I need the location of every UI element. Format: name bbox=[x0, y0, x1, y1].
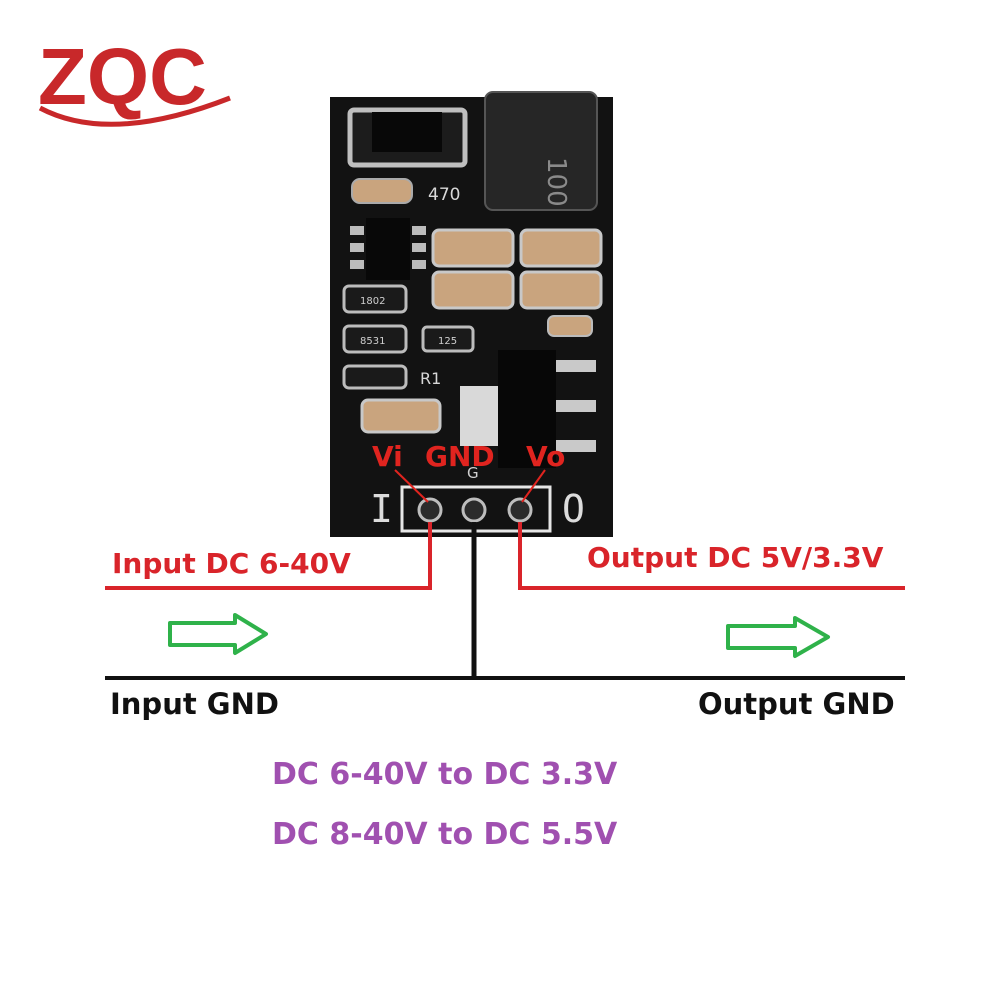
input-gnd-label: Input GND bbox=[110, 687, 279, 721]
vo-pointer bbox=[521, 469, 546, 503]
ldo-tab bbox=[460, 386, 498, 446]
input-dc-label: Input DC 6-40V bbox=[112, 547, 351, 580]
pcb-board: 100 470 1802 8531 bbox=[330, 91, 613, 537]
resistor-1802 bbox=[342, 284, 408, 314]
capacitor-470 bbox=[351, 178, 413, 204]
capacitor-input bbox=[360, 398, 442, 434]
output-gnd-label: Output GND bbox=[698, 687, 895, 721]
pin-label-gnd: GND bbox=[425, 440, 495, 473]
caption-line-2: DC 8-40V to DC 5.5V bbox=[272, 817, 618, 852]
capacitor-big-3 bbox=[431, 270, 515, 310]
ldo-body bbox=[498, 350, 556, 468]
vi-pointer bbox=[394, 469, 429, 503]
capacitor-big-4 bbox=[519, 270, 603, 310]
transistor-chip bbox=[372, 112, 442, 152]
resistor-r1 bbox=[342, 364, 408, 390]
logo-swoosh bbox=[38, 95, 231, 127]
resistor-marking-2: 8531 bbox=[360, 336, 385, 347]
pin-label-vo: Vo bbox=[526, 440, 565, 473]
inductor bbox=[484, 91, 598, 211]
output-arrow-icon bbox=[726, 616, 830, 658]
gnd-pin-mark: G bbox=[467, 464, 479, 482]
resistor-marking-1: 1802 bbox=[360, 296, 385, 307]
output-wire bbox=[518, 522, 905, 590]
ic-body bbox=[366, 218, 410, 280]
input-arrow-icon bbox=[168, 613, 268, 655]
silk-input-mark: I bbox=[370, 487, 393, 531]
capacitor-marking: 470 bbox=[428, 185, 460, 205]
capacitor-small bbox=[547, 315, 593, 337]
resistor-125 bbox=[421, 325, 475, 353]
capacitor-big-2 bbox=[519, 228, 603, 268]
regulator-ic bbox=[350, 218, 426, 280]
pin-vo bbox=[507, 497, 533, 523]
resistor-8531 bbox=[342, 324, 408, 354]
silk-output-mark: O bbox=[562, 487, 585, 531]
zqc-logo: ZQC bbox=[38, 32, 231, 127]
logo-text: ZQC bbox=[38, 32, 207, 121]
resistor-marking-3: 125 bbox=[438, 336, 457, 347]
output-dc-label: Output DC 5V/3.3V bbox=[587, 541, 884, 574]
capacitor-big-1 bbox=[431, 228, 515, 268]
pin-vi bbox=[417, 497, 443, 523]
resistor-ref: R1 bbox=[420, 369, 441, 388]
caption-line-1: DC 6-40V to DC 3.3V bbox=[272, 757, 618, 792]
pin-gnd bbox=[461, 497, 487, 523]
pin-label-vi: Vi bbox=[372, 440, 403, 473]
inductor-marking: 100 bbox=[541, 157, 571, 207]
input-wire bbox=[105, 522, 432, 590]
